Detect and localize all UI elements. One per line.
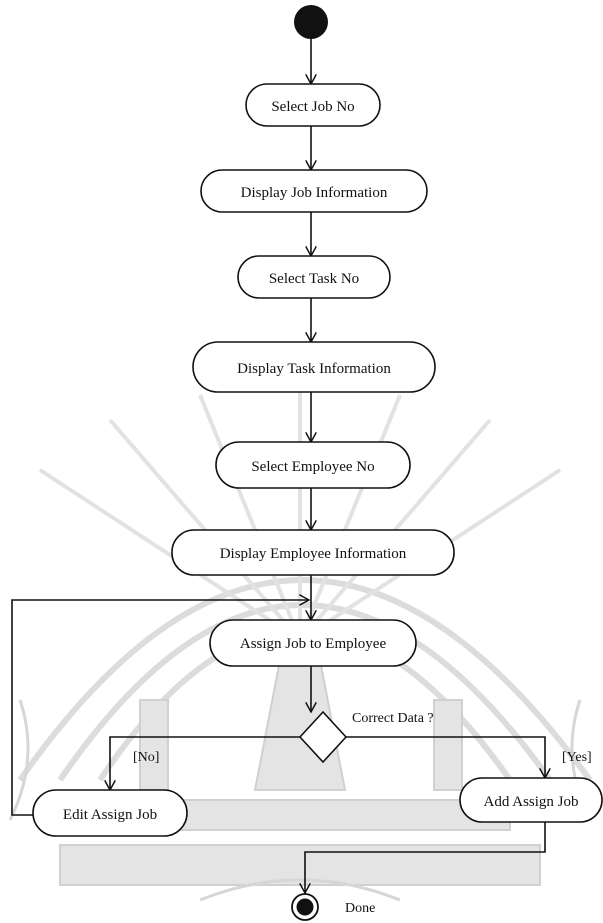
svg-text:Select Task No: Select Task No — [269, 271, 359, 287]
guard-yes-label: [Yes] — [562, 750, 592, 765]
node-display-task-information: Display Task Information — [192, 341, 436, 393]
final-label: Done — [345, 901, 375, 916]
decision-label: Correct Data ? — [352, 711, 434, 726]
node-select-job-no: Select Job No — [245, 83, 381, 127]
node-add-assign-job: Add Assign Job — [459, 777, 603, 823]
guard-no-label: [No] — [133, 750, 159, 765]
node-edit-assign-job: Edit Assign Job — [32, 789, 188, 837]
edge-no-branch — [110, 736, 300, 790]
initial-node — [294, 5, 328, 39]
svg-text:Display Employee Information: Display Employee Information — [220, 546, 407, 562]
node-select-task-no: Select Task No — [237, 255, 391, 299]
node-display-employee-information: Display Employee Information — [171, 529, 455, 576]
edge-yes-branch — [346, 736, 545, 778]
final-node — [291, 893, 319, 921]
svg-text:Add Assign Job: Add Assign Job — [483, 794, 578, 810]
decision-diamond — [298, 710, 348, 764]
edge-add-to-final — [305, 822, 546, 893]
svg-text:Display Job Information: Display Job Information — [241, 185, 388, 201]
node-assign-job-to-employee: Assign Job to Employee — [209, 619, 417, 667]
node-select-employee-no: Select Employee No — [215, 441, 411, 489]
svg-text:Select Job No: Select Job No — [271, 99, 354, 115]
edge-edit-loop-back — [11, 600, 309, 816]
svg-text:Select Employee No: Select Employee No — [251, 459, 374, 475]
svg-text:Edit Assign Job: Edit Assign Job — [63, 807, 157, 823]
svg-text:Display Task Information: Display Task Information — [237, 361, 391, 377]
node-display-job-information: Display Job Information — [200, 169, 428, 213]
svg-text:Assign Job to Employee: Assign Job to Employee — [240, 636, 387, 652]
